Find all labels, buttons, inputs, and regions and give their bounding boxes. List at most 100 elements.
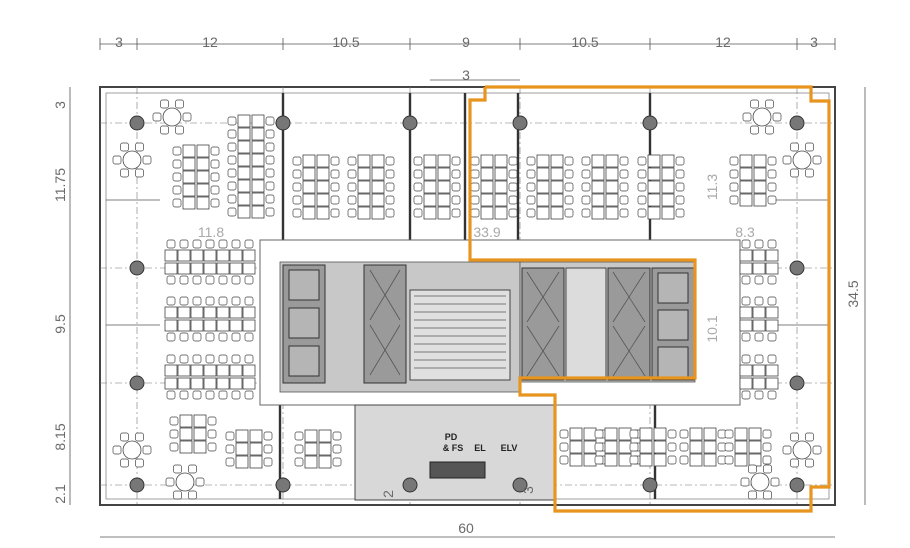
area-right-top: 8.3 bbox=[735, 224, 755, 240]
desk bbox=[765, 262, 779, 275]
desk bbox=[249, 429, 263, 443]
dim-core-bottom-2: 2 bbox=[380, 490, 396, 498]
chair bbox=[192, 275, 202, 285]
desk bbox=[536, 206, 550, 220]
chair bbox=[790, 168, 799, 178]
chair bbox=[210, 198, 220, 208]
chair bbox=[330, 169, 340, 179]
desk bbox=[203, 262, 217, 275]
chair bbox=[112, 155, 122, 165]
chair bbox=[675, 169, 685, 179]
round-table bbox=[162, 107, 182, 127]
desk bbox=[216, 306, 230, 319]
chair bbox=[765, 125, 774, 135]
chair bbox=[231, 332, 241, 342]
desk bbox=[748, 453, 762, 467]
desk bbox=[647, 154, 661, 168]
chair bbox=[179, 354, 189, 364]
chair bbox=[192, 296, 202, 306]
desk bbox=[661, 167, 675, 181]
chair bbox=[166, 296, 176, 306]
chair bbox=[812, 445, 822, 455]
chair bbox=[470, 156, 480, 166]
dim-left-5: 2.1 bbox=[52, 484, 68, 504]
chair bbox=[470, 169, 480, 179]
dim-top-1: 3 bbox=[115, 34, 123, 50]
chair bbox=[767, 182, 777, 192]
desk bbox=[304, 455, 318, 469]
chair bbox=[508, 208, 518, 218]
chair bbox=[265, 142, 275, 152]
chair bbox=[741, 390, 751, 400]
chair bbox=[754, 275, 764, 285]
dim-bottom-total: 60 bbox=[458, 520, 474, 536]
desk bbox=[235, 455, 249, 469]
chair bbox=[762, 442, 772, 452]
chair bbox=[292, 182, 302, 192]
shaft-right-2 bbox=[607, 267, 651, 381]
desk bbox=[437, 154, 451, 168]
desk bbox=[753, 193, 767, 207]
chair bbox=[218, 354, 228, 364]
chair bbox=[564, 156, 574, 166]
chair bbox=[294, 431, 304, 441]
desk bbox=[182, 144, 196, 158]
chair bbox=[748, 490, 757, 500]
chair bbox=[160, 125, 169, 135]
chair bbox=[210, 172, 220, 182]
dim-left-3: 9.5 bbox=[52, 314, 68, 334]
room-label-fs: & FS bbox=[443, 443, 464, 453]
chair bbox=[207, 442, 217, 452]
shaft-left bbox=[363, 264, 407, 384]
chair bbox=[805, 432, 814, 442]
desk bbox=[304, 429, 318, 443]
desk bbox=[605, 167, 619, 181]
chair bbox=[741, 296, 751, 306]
chair bbox=[581, 156, 591, 166]
chair bbox=[225, 457, 235, 467]
chair bbox=[172, 159, 182, 169]
chair bbox=[244, 354, 254, 364]
chair bbox=[207, 429, 217, 439]
chair bbox=[451, 182, 461, 192]
chair bbox=[135, 142, 144, 152]
desk bbox=[203, 306, 217, 319]
desk bbox=[196, 183, 210, 197]
chair bbox=[724, 429, 734, 439]
chair bbox=[594, 455, 604, 465]
desk bbox=[251, 114, 265, 128]
desk bbox=[739, 154, 753, 168]
chair bbox=[347, 208, 357, 218]
desk bbox=[550, 206, 564, 220]
chair bbox=[175, 125, 184, 135]
chair bbox=[754, 390, 764, 400]
desk bbox=[302, 154, 316, 168]
desk bbox=[164, 319, 178, 332]
chair bbox=[169, 429, 179, 439]
chair bbox=[782, 445, 792, 455]
desk bbox=[739, 193, 753, 207]
chair bbox=[790, 458, 799, 468]
desk bbox=[179, 427, 193, 441]
desk bbox=[494, 206, 508, 220]
desk bbox=[302, 180, 316, 194]
area-left-open: 11.8 bbox=[198, 224, 224, 240]
structural-column bbox=[512, 115, 528, 131]
chair bbox=[526, 195, 536, 205]
chair bbox=[679, 455, 689, 465]
chair bbox=[330, 156, 340, 166]
chair bbox=[451, 208, 461, 218]
chair bbox=[188, 490, 197, 500]
chair bbox=[166, 354, 176, 364]
desk bbox=[605, 206, 619, 220]
chair bbox=[767, 239, 777, 249]
chair bbox=[559, 429, 569, 439]
desk bbox=[242, 262, 256, 275]
desk bbox=[229, 262, 243, 275]
desk bbox=[536, 193, 550, 207]
chair bbox=[218, 275, 228, 285]
structural-column bbox=[642, 477, 658, 493]
chair bbox=[265, 116, 275, 126]
chair bbox=[169, 442, 179, 452]
desk bbox=[251, 166, 265, 180]
